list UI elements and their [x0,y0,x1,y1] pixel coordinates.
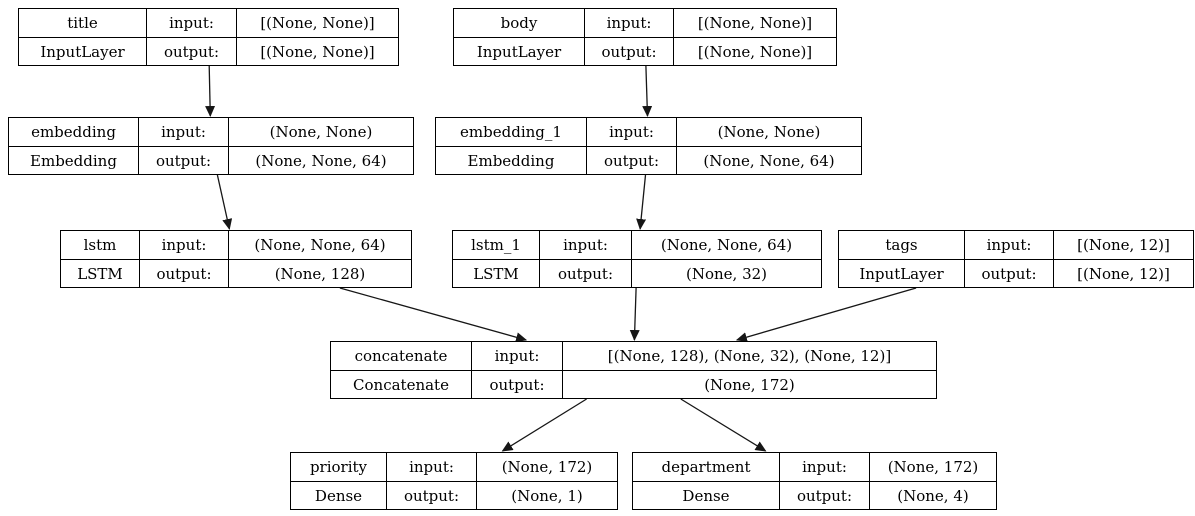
edge-lstm-to-concatenate [339,287,528,343]
input-label: input: [779,453,869,481]
edge-embedding-to-lstm [216,174,233,230]
layer-name: tags [885,236,918,254]
input-shape-value: (None, 172) [476,453,617,481]
layer-type: Dense [291,481,386,509]
layer-name: priority [309,458,368,476]
layer-type: Concatenate [331,370,471,398]
output-label: output: [146,37,236,65]
input-shape-value: [(None, None)] [236,9,398,37]
layer-name: embedding [31,123,116,141]
output-label: output: [139,259,228,287]
output-label: output: [586,146,676,174]
output-label: output: [964,259,1053,287]
output-shape-value: (None, None, 64) [228,146,413,174]
output-label: output: [138,146,228,174]
edge-body-to-embedding_1 [642,65,653,117]
output-shape-value: [(None, None)] [236,37,398,65]
input-shape-value: [(None, 128), (None, 32), (None, 12)] [562,342,936,370]
input-label: input: [584,9,673,37]
output-shape-value: (None, None, 64) [676,146,861,174]
input-label: input: [586,118,676,146]
layer-type: LSTM [453,259,539,287]
layer-name: body [500,14,538,32]
layer-node-concatenate: concatenate input:[(None, 128), (None, 32… [330,341,937,399]
layer-type: Embedding [9,146,138,174]
layer-type: Dense [633,481,779,509]
layer-type: InputLayer [454,37,584,65]
input-shape-value: [(None, None)] [673,9,836,37]
layer-type: LSTM [61,259,139,287]
layer-type: Embedding [436,146,586,174]
layer-type: InputLayer [19,37,146,65]
output-label: output: [779,481,869,509]
output-shape-value: (None, 172) [562,370,936,398]
input-label: input: [964,231,1053,259]
input-shape-value: (None, 172) [869,453,996,481]
output-shape-value: (None, 32) [631,259,821,287]
output-shape-value: (None, 1) [476,481,617,509]
output-shape-value: (None, 4) [869,481,996,509]
edge-tags-to-concatenate [735,287,917,343]
output-label: output: [471,370,562,398]
input-label: input: [138,118,228,146]
layer-name: title [67,14,98,32]
edge-concatenate-to-department [680,398,767,452]
input-shape-value: (None, None) [228,118,413,146]
layer-name: lstm_1 [471,236,521,254]
output-shape-value: (None, 128) [228,259,411,287]
input-shape-value: [(None, 12)] [1053,231,1193,259]
layer-name: lstm [83,236,117,254]
output-label: output: [539,259,631,287]
input-label: input: [471,342,562,370]
output-shape-value: [(None, 12)] [1053,259,1193,287]
input-label: input: [386,453,476,481]
layer-name: department [661,458,751,476]
layer-name: embedding_1 [460,123,562,141]
layer-name: concatenate [354,347,448,365]
edge-embedding_1-to-lstm_1 [636,174,647,230]
edge-title-to-embedding [205,65,216,117]
output-shape-value: [(None, None)] [673,37,836,65]
input-label: input: [139,231,228,259]
layer-type: InputLayer [839,259,964,287]
output-label: output: [386,481,476,509]
edge-lstm_1-to-concatenate [629,287,640,341]
input-label: input: [146,9,236,37]
output-label: output: [584,37,673,65]
input-label: input: [539,231,631,259]
input-shape-value: (None, None, 64) [228,231,411,259]
input-shape-value: (None, None, 64) [631,231,821,259]
input-shape-value: (None, None) [676,118,861,146]
edge-concatenate-to-priority [501,398,587,452]
